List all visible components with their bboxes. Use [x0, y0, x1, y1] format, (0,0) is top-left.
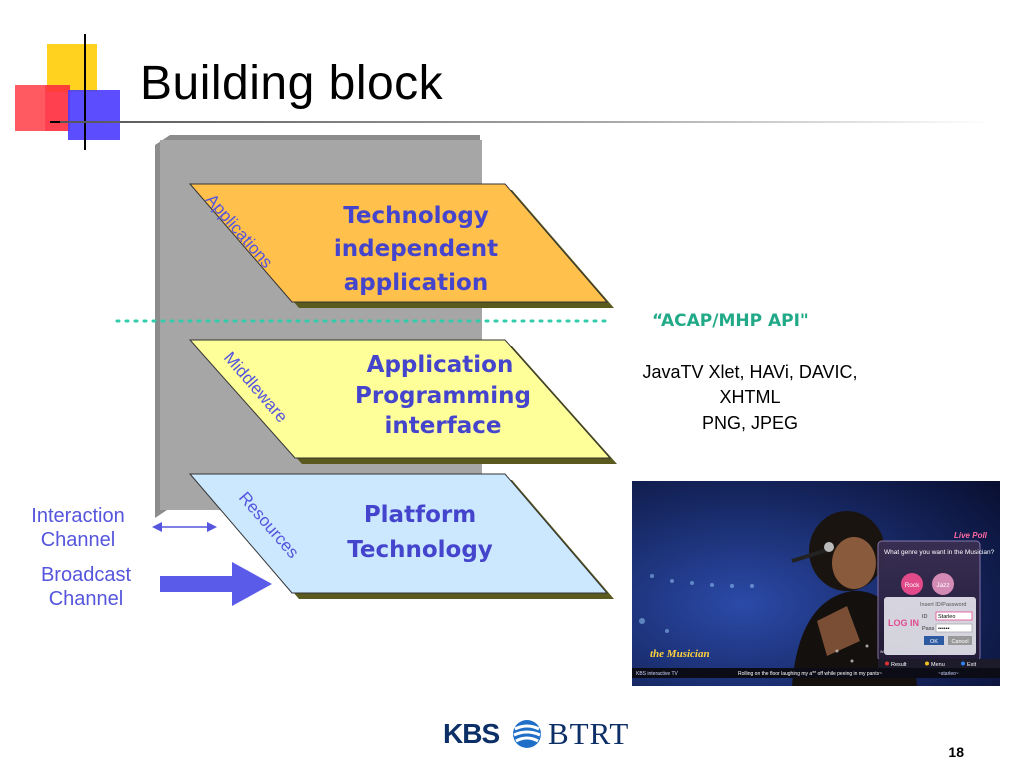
applications-text-line1: Technology [343, 203, 489, 229]
api-detail-line1: JavaTV Xlet, HAVi, DAVIC, [642, 362, 858, 382]
kbs-logo-icon [513, 720, 541, 748]
cancel-button[interactable] [948, 636, 972, 645]
red-square [15, 85, 70, 131]
middleware-text-line1: Application [367, 352, 514, 378]
resources-text-line1: Platform [364, 502, 476, 528]
show-logo: the Musician [650, 648, 710, 660]
resources-text-line2: Technology [347, 537, 493, 563]
ok-button-label: OK [930, 639, 938, 645]
red-highlight [15, 85, 45, 131]
jazz-option-label: Jazz [936, 582, 949, 589]
middleware-text-line3: interface [385, 413, 502, 439]
applications-text-line2: independent [334, 236, 498, 262]
menu-exit[interactable]: Exit [967, 662, 977, 668]
rock-option-label: Rock [905, 582, 921, 589]
building-block-diagram: Applications Middleware Resources Techno… [115, 135, 617, 606]
interaction-arrow [152, 522, 217, 532]
broadcast-line1: Broadcast [40, 564, 132, 586]
interaction-line2: Channel [40, 529, 116, 551]
ticker-bar [632, 668, 1000, 678]
ticker-user: ~starleo~ [938, 671, 959, 677]
yellow-key-icon [925, 661, 929, 666]
page-number: 18 [948, 744, 964, 760]
interaction-line1: Interaction [31, 505, 125, 527]
login-badge: LOG IN [888, 618, 919, 628]
login-title: Insert ID/Password [920, 602, 966, 608]
menu-result[interactable]: Result [891, 662, 907, 668]
jazz-option[interactable] [932, 573, 954, 595]
api-detail-line2: XHTML [719, 387, 781, 407]
yellow-square [47, 44, 97, 92]
middleware-layer [188, 339, 612, 459]
broadcast-arrow [160, 562, 272, 606]
blue-key-icon [961, 661, 965, 666]
brand-line: KBS interactive TV [636, 671, 679, 677]
stage-lights [639, 574, 754, 633]
api-label: “ACAP/MHP API" [652, 311, 809, 331]
pass-label: Pass [922, 626, 934, 632]
poll-question: What genre you want in the Musician? [884, 549, 995, 556]
ticker-text: Rolling on the floor laughing my a** off… [738, 671, 882, 677]
menu-menu[interactable]: Menu [931, 662, 945, 668]
id-value: Starleo [938, 614, 955, 620]
pass-value: •••••• [938, 626, 950, 632]
kbs-logo-text: KBS [443, 718, 500, 749]
interactive-tv-screenshot: Live Poll What genre you want in the Mus… [632, 481, 1000, 686]
id-label: ID [922, 614, 928, 620]
title-underline [60, 121, 990, 123]
menu-bar [878, 659, 1000, 668]
rock-option[interactable] [901, 573, 923, 595]
btrt-logo-text: BTRT [548, 716, 630, 751]
resources-layer [188, 473, 609, 594]
middleware-text-line2: Programming [355, 383, 531, 409]
ok-button[interactable] [924, 636, 944, 645]
id-field[interactable] [935, 611, 973, 621]
website-text: www.kbs.co.kr/the musician [880, 649, 936, 654]
api-detail-line3: PNG, JPEG [701, 413, 799, 433]
applications-text-line3: application [344, 270, 488, 296]
broadcast-line2: Channel [48, 588, 124, 610]
interaction-channel-label: Interaction Channel [18, 504, 138, 552]
red-key-icon [885, 661, 889, 666]
blue-square [68, 90, 120, 140]
cancel-button-label: Cancel [951, 639, 968, 645]
pass-field[interactable] [935, 623, 973, 633]
applications-layer [188, 183, 609, 303]
slide-title: Building block [140, 57, 444, 110]
live-poll-badge: Live Poll [954, 531, 988, 540]
broadcast-channel-label: Broadcast Channel [26, 563, 146, 611]
